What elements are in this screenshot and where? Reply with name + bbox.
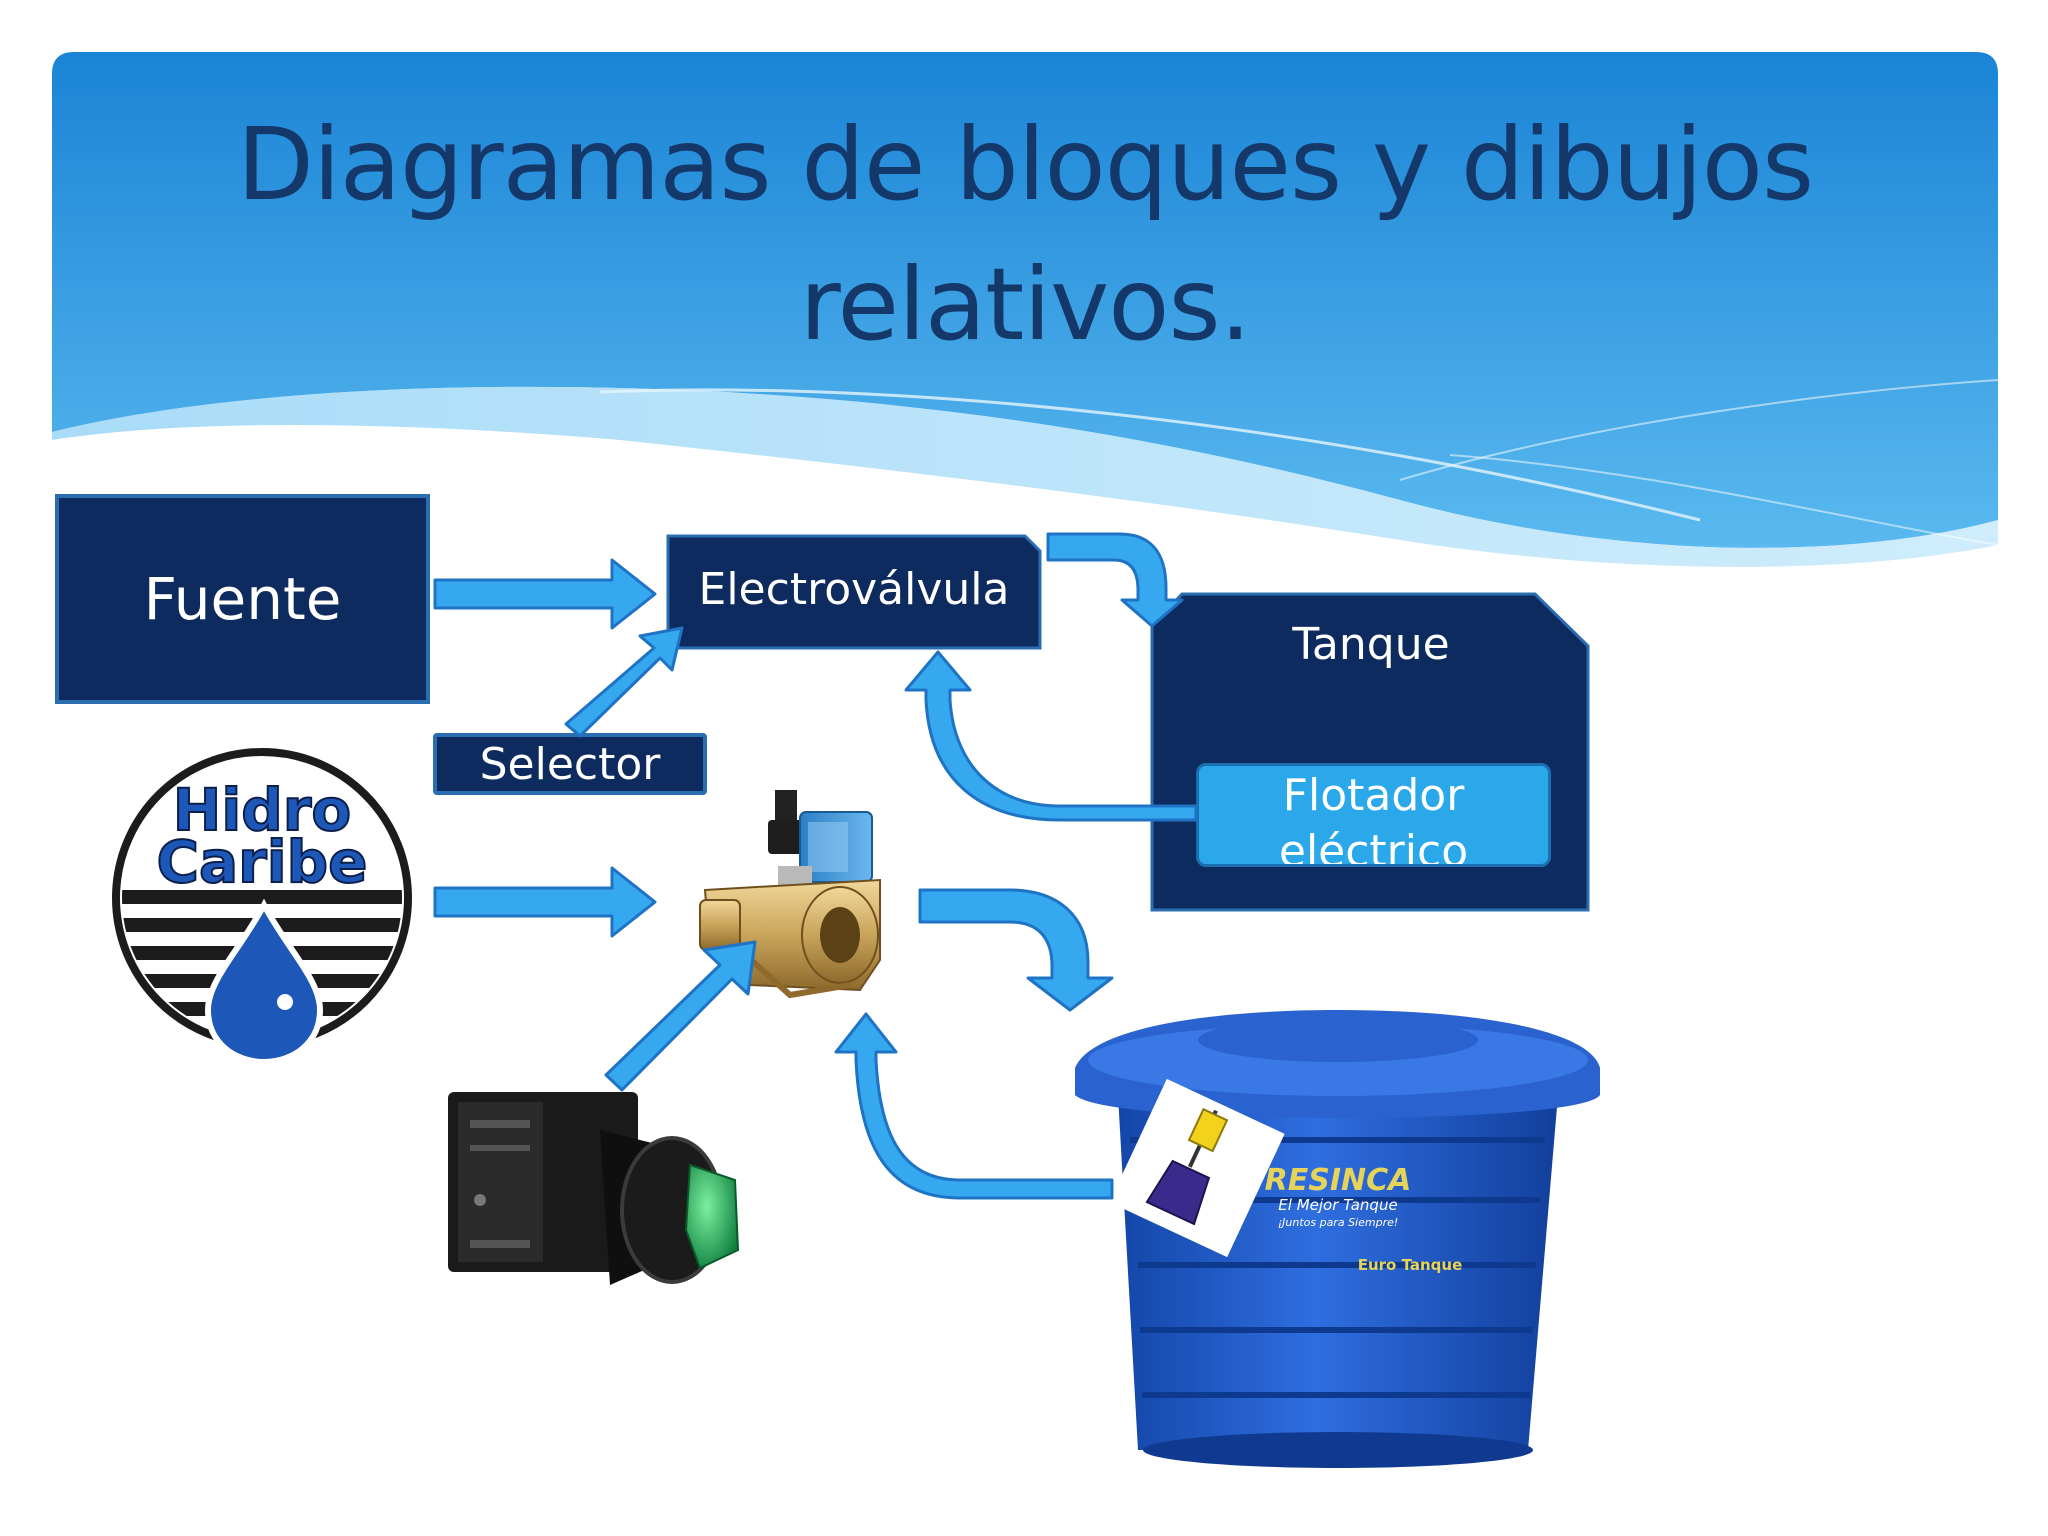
curved-arrow-icon (1046, 532, 1184, 628)
float-switch-picture (1109, 1078, 1285, 1258)
logo-line2: Caribe (156, 828, 367, 896)
arrow-diagonal-icon (564, 626, 684, 738)
flotador-block: Flotador eléctrico (1196, 763, 1551, 867)
tank-brand-name: RESINCA (1265, 1163, 1412, 1198)
curved-arrow-icon (834, 1012, 1114, 1200)
curved-arrow-icon (904, 650, 1198, 822)
logo-line1: Hidro (173, 776, 351, 844)
hidrocaribe-logo: Hidro Caribe (112, 748, 412, 1066)
slide-title: Diagramas de bloques y dibujos relativos… (236, 106, 1814, 363)
arrow-right-icon (433, 866, 657, 938)
arrow-right-icon (433, 558, 657, 630)
fuente-block: Fuente (55, 494, 430, 704)
curved-arrow-icon (918, 888, 1114, 1012)
tank-brand-model: Euro Tanque (1358, 1256, 1463, 1274)
selector-switch-picture (448, 1092, 740, 1285)
tank-brand-tagline: ¡Juntos para Siempre! (1278, 1216, 1399, 1229)
electrovalvula-label: Electroválvula (698, 563, 1010, 615)
flotador-label: Flotador eléctrico (1278, 770, 1469, 867)
tank-brand-slogan: El Mejor Tanque (1278, 1196, 1397, 1214)
arrow-diagonal-icon (604, 940, 757, 1092)
tanque-label: Tanque (1292, 619, 1450, 670)
selector-block: Selector (433, 733, 707, 795)
